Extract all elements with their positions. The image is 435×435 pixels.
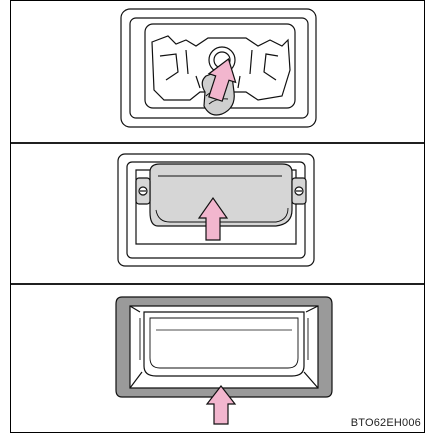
lens-outline [144, 312, 304, 376]
housing-icon [116, 297, 332, 397]
figure-code: BTO62EH006 [351, 417, 421, 429]
